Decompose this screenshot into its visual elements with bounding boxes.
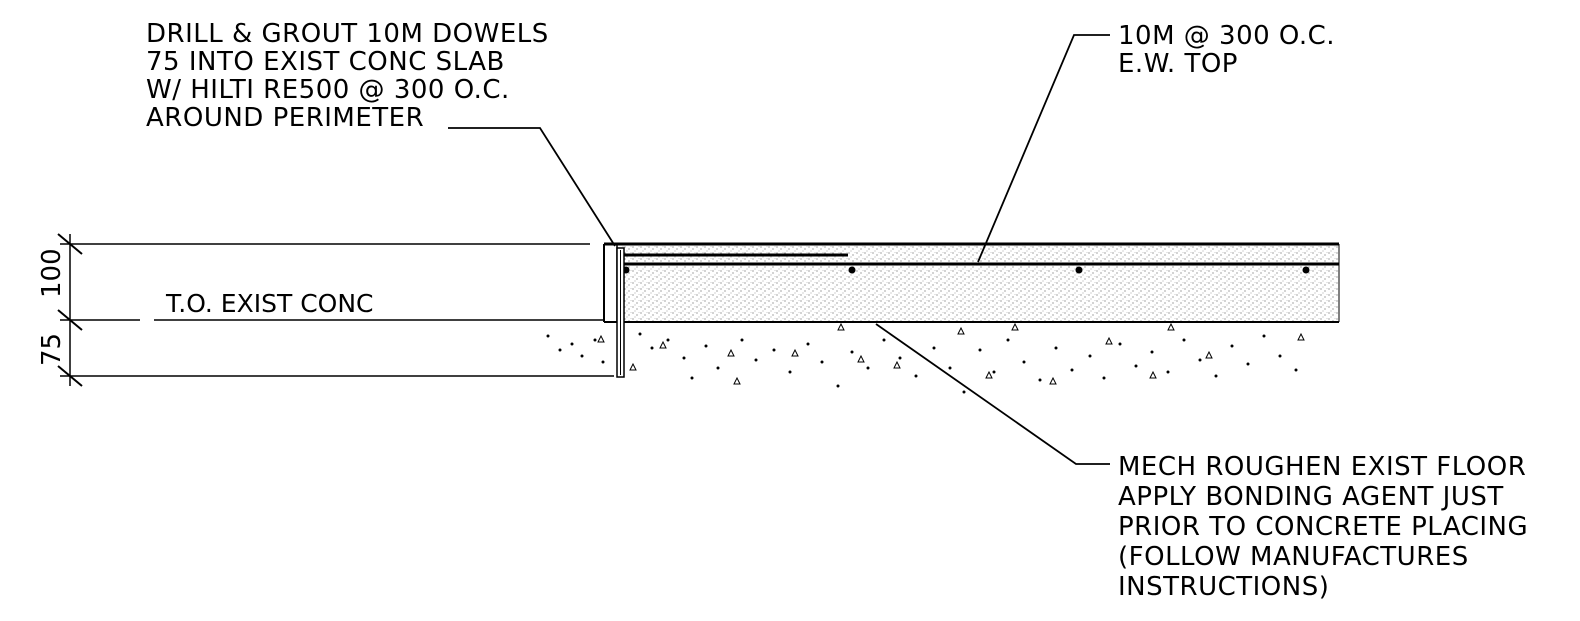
rebar-leader (977, 34, 1110, 263)
dim-dowel-embed: 75 (37, 333, 67, 366)
existing-concrete-label: T.O. EXIST CONC (165, 289, 373, 318)
existing-aggregate (546, 322, 1305, 394)
new-slab (617, 244, 1339, 322)
dowel-note: DRILL & GROUT 10M DOWELS 75 INTO EXIST C… (146, 20, 549, 132)
dowel-note-line-3: W/ HILTI RE500 @ 300 O.C. (146, 75, 510, 105)
dim-tick-top (57, 233, 83, 255)
rebar-note-line-1: 10M @ 300 O.C. (1118, 21, 1336, 51)
dowel-note-line-1: DRILL & GROUT 10M DOWELS (146, 19, 549, 49)
roughen-note-line-4: (FOLLOW MANUFACTURES (1118, 542, 1469, 572)
dim-tick-bottom (57, 365, 83, 387)
dowel-leader (448, 127, 616, 247)
dowel-note-line-2: 75 INTO EXIST CONC SLAB (146, 47, 505, 77)
roughen-note-line-1: MECH ROUGHEN EXIST FLOOR (1118, 452, 1527, 482)
dim-new-slab: 100 (37, 248, 67, 298)
rebar-note-line-2: E.W. TOP (1118, 49, 1238, 79)
roughen-note-line-5: INSTRUCTIONS) (1118, 572, 1330, 602)
roughen-leader (875, 323, 1110, 465)
rebar-dot-2 (848, 266, 856, 274)
rebar-dot-3 (1075, 266, 1083, 274)
rebar-note: 10M @ 300 O.C. E.W. TOP (1118, 22, 1335, 78)
roughen-note-line-2: APPLY BONDING AGENT JUST (1118, 482, 1504, 512)
roughen-note-line-3: PRIOR TO CONCRETE PLACING (1118, 512, 1529, 542)
roughen-note: MECH ROUGHEN EXIST FLOOR APPLY BONDING A… (1118, 452, 1528, 602)
dim-tick-mid (57, 309, 83, 331)
rebar-dot-4 (1302, 266, 1310, 274)
dowel-note-line-4: AROUND PERIMETER (146, 103, 425, 133)
